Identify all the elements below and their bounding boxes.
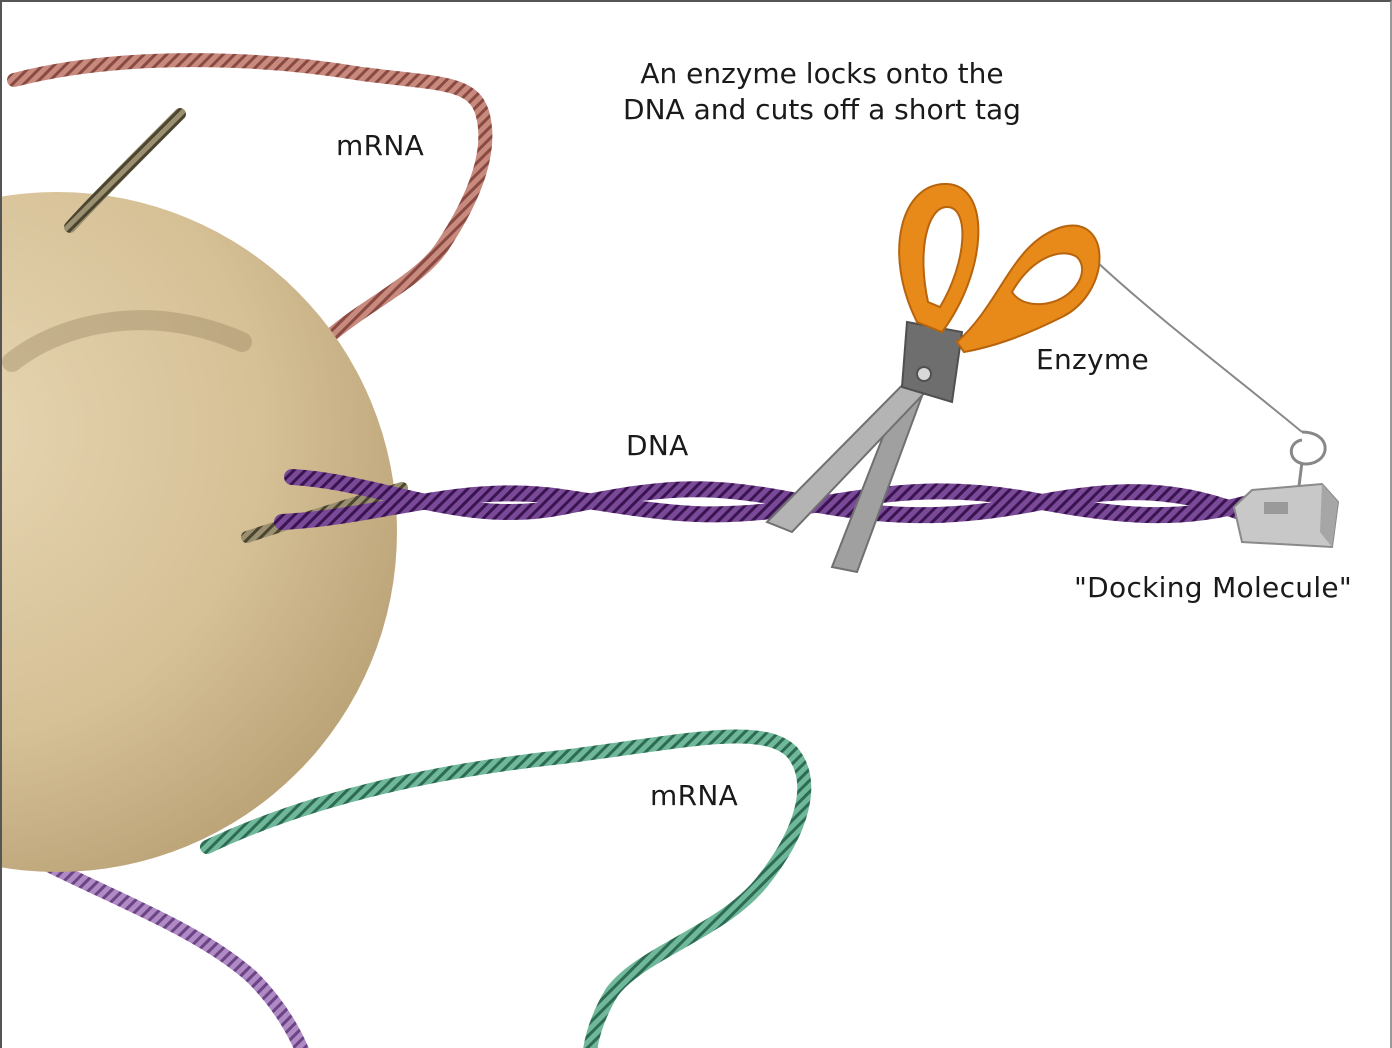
label-mrna-bottom: mRNA [650,778,738,814]
lilac-strand [42,862,302,1048]
title-line-1: An enzyme locks onto the [562,56,1082,92]
cell-nucleus-icon [2,192,397,872]
label-docking-molecule: "Docking Molecule" [1074,570,1352,606]
label-enzyme: Enzyme [1036,342,1149,378]
docking-tag-icon [1234,484,1338,547]
diagram-title: An enzyme locks onto the DNA and cuts of… [562,56,1082,128]
label-dna: DNA [626,428,689,464]
label-mrna-top: mRNA [336,128,424,164]
title-line-2: DNA and cuts off a short tag [562,92,1082,128]
